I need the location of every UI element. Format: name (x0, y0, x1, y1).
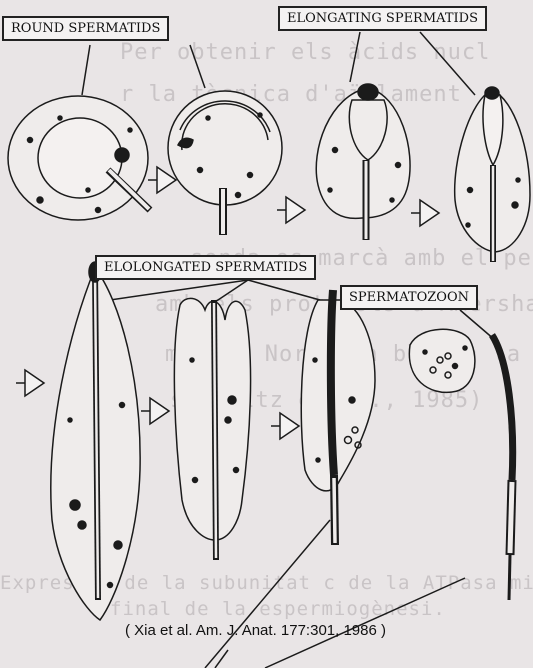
elongating-spermatid-cell (316, 84, 410, 240)
arrow-icon (150, 398, 169, 424)
elongated-spermatid-cell (174, 298, 250, 560)
elongating-spermatid-cell (455, 87, 530, 262)
round-label-leader (190, 45, 205, 88)
round-spermatid-cell (168, 91, 282, 235)
residual-body (409, 329, 475, 392)
elongated-spermatid-cell (51, 262, 140, 620)
figure-citation: ( Xia et al. Am. J. Anat. 177:301, 1986 … (125, 622, 386, 639)
arrow-icon (280, 413, 299, 439)
elongating-label-leader (420, 32, 475, 95)
elongating-spermatids-label: ELONGATING SPERMATIDS (278, 6, 487, 31)
arrow-icon (25, 370, 44, 396)
arrow-icon (286, 197, 305, 223)
arrow-icon (420, 200, 439, 226)
elongated-label-leader (248, 280, 320, 300)
spermatozoon-cell (492, 335, 513, 600)
round-spermatids-label: ROUND SPERMATIDS (2, 16, 169, 41)
round-spermatid-cell (8, 96, 150, 220)
elongated-spermatids-label: ELOLONGATED SPERMATIDS (95, 255, 316, 280)
elongating-label-leader (350, 32, 360, 82)
spermatozoon-label: SPERMATOZOON (340, 285, 478, 310)
elongated-spermatid-cell (301, 290, 375, 545)
elongated-label-leader (215, 280, 248, 302)
elongated-label-leader (110, 280, 248, 300)
round-label-leader (82, 45, 90, 95)
pointer-line (205, 520, 330, 668)
